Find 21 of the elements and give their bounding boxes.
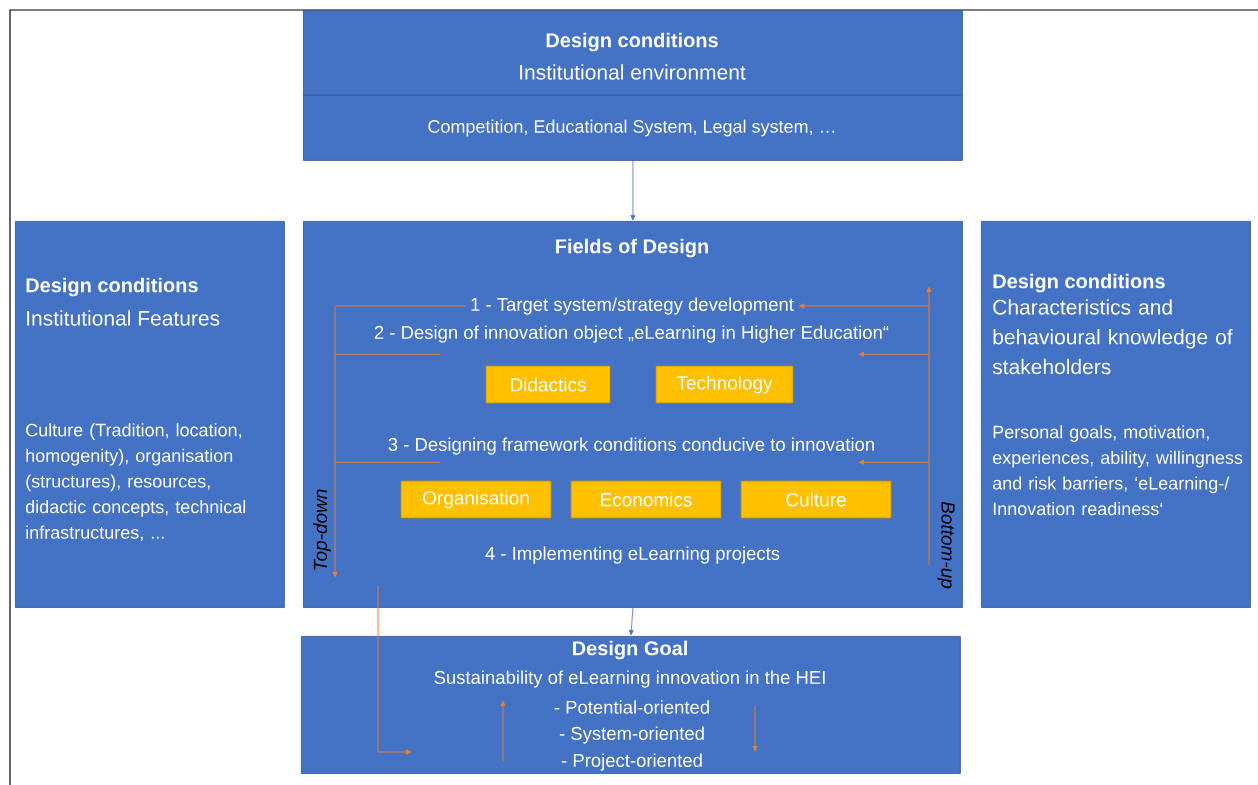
arrow <box>377 585 412 755</box>
arrow <box>628 607 634 636</box>
step-text: 1 - Target system/strategy development <box>471 297 794 315</box>
arrow <box>858 351 930 357</box>
direction-label: Top-down <box>313 489 331 570</box>
category-box: Economics <box>570 480 722 519</box>
arrow <box>630 160 636 221</box>
step-text: 3 - Designing framework conditions conducive to innovation <box>388 437 874 455</box>
step-text: 4 - Implementing eLearning projects <box>485 546 780 564</box>
arrow <box>858 459 930 465</box>
category-box: Didactics <box>485 365 611 404</box>
condition-box: Design conditions Institutional Features Culture (Tradition, location, homogenity), organisation (structures), resources, didactic concepts, technical infrastructures, ... <box>15 221 285 608</box>
category-box: Culture <box>740 480 892 519</box>
category-box: Technology <box>655 365 794 404</box>
goal-box: Design Goal Sustainability of eLearning innovation in the HEI - Potential-oriented - System-oriented - Project-oriented <box>301 636 961 774</box>
arrow <box>798 303 930 309</box>
condition-box: Design conditions Characteristics and behavioural knowledge of stakeholders Personal goals, motivation, experiences, ability, willingness and risk barriers, ‘eLearning-/ Innovation readiness‘ <box>981 221 1251 608</box>
step-text: 2 - Design of innovation object „eLearning in Higher Education“ <box>374 325 889 343</box>
condition-box: Design conditions Institutional environment Competition, Educational System, Legal system, … <box>302 10 963 161</box>
category-box: Organisation <box>400 480 552 519</box>
direction-label: Bottom-up <box>937 501 955 589</box>
